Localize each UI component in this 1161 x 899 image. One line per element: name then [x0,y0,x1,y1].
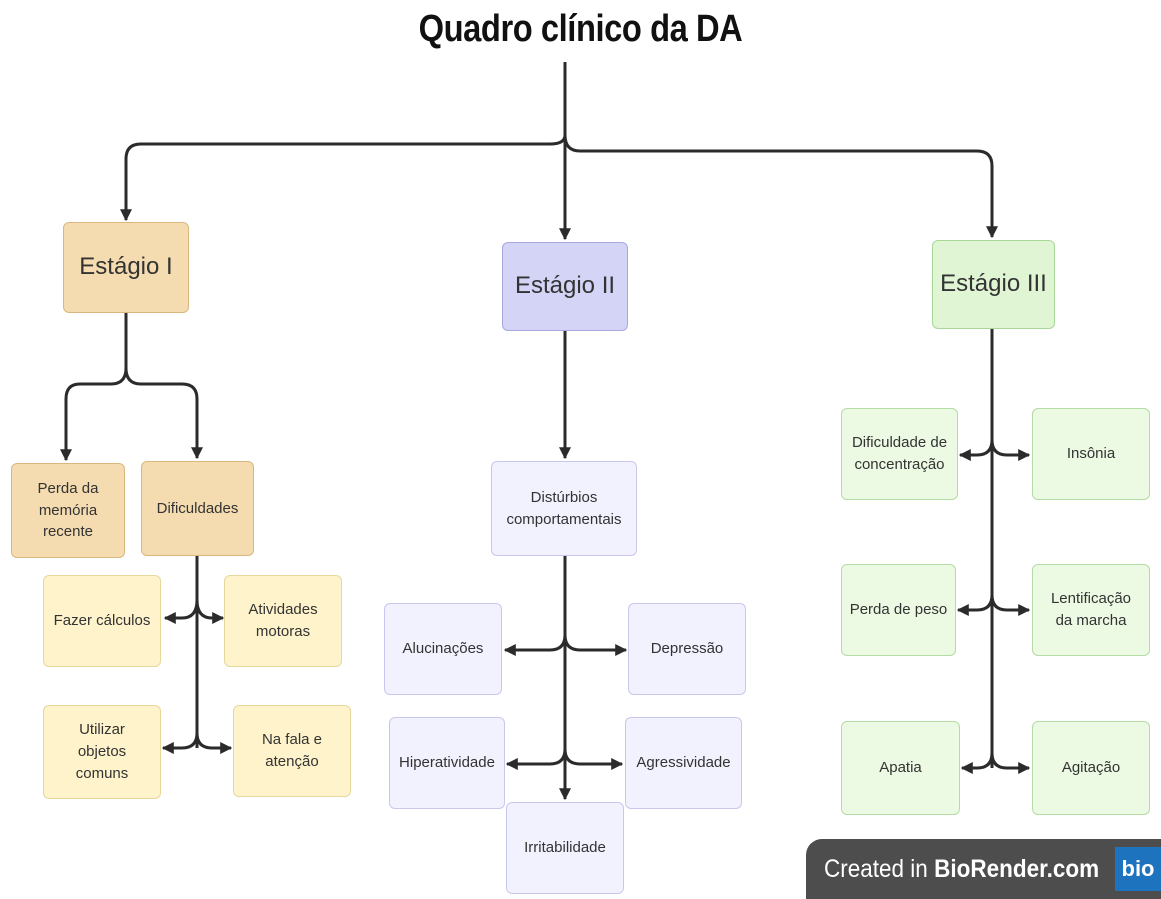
concentration-node: Dificuldade de concentração [841,408,958,500]
hyperactivity-node: Hiperatividade [389,717,505,809]
edge-to-motor [195,599,225,624]
aggressiveness-node: Agressividade [625,717,742,809]
edge-stage1-to-difficulties [124,367,203,460]
edge-to-objects [161,732,199,754]
edge-to-aggressiveness [563,748,624,770]
stage1-node: Estágio I [63,222,189,313]
edge-to-concentration [958,439,994,461]
diagram-title: Quadro clínico da DA [418,8,743,50]
apathy-node: Apatia [841,721,960,815]
edge-stage1-to-memory [60,367,128,462]
stage2-node: Estágio II [502,242,628,331]
biorender-logo-icon: bio [1115,847,1161,891]
behavioral-disorders-node: Distúrbios comportamentais [491,461,637,556]
memory-loss-node: Perda da memória recente [11,463,125,558]
agitation-node: Agitação [1032,721,1150,815]
edge-to-hallucinations [503,634,567,656]
biorender-badge: Created in BioRender.com bio [806,839,1161,899]
edge-to-insomnia [990,439,1031,461]
edge-to-hyperactivity [505,748,567,770]
edge-to-gait [990,594,1031,616]
badge-text: Created in BioRender.com [824,855,1099,884]
edge-title-to-stage1 [120,134,567,222]
hallucinations-node: Alucinações [384,603,502,695]
motor-activities-node: Atividades motoras [224,575,342,667]
common-objects-node: Utilizar objetos comuns [43,705,161,799]
weight-loss-node: Perda de peso [841,564,956,656]
gait-slowing-node: Lentificação da marcha [1032,564,1150,656]
edge-to-calculations [163,599,199,624]
edge-title-to-stage3 [563,134,998,239]
stage3-node: Estágio III [932,240,1055,329]
depression-node: Depressão [628,603,746,695]
speech-attention-node: Na fala e atenção [233,705,351,797]
edge-to-apathy [960,752,994,774]
badge-brand: BioRender.com [934,854,1100,883]
edge-to-agitation [990,752,1031,774]
calculations-node: Fazer cálculos [43,575,161,667]
badge-prefix: Created in [824,854,928,883]
edge-to-speech [195,732,233,754]
edge-to-depression [563,634,628,656]
insomnia-node: Insônia [1032,408,1150,500]
irritability-node: Irritabilidade [506,802,624,894]
edge-to-weight [956,594,994,616]
difficulties-node: Dificuldades [141,461,254,556]
